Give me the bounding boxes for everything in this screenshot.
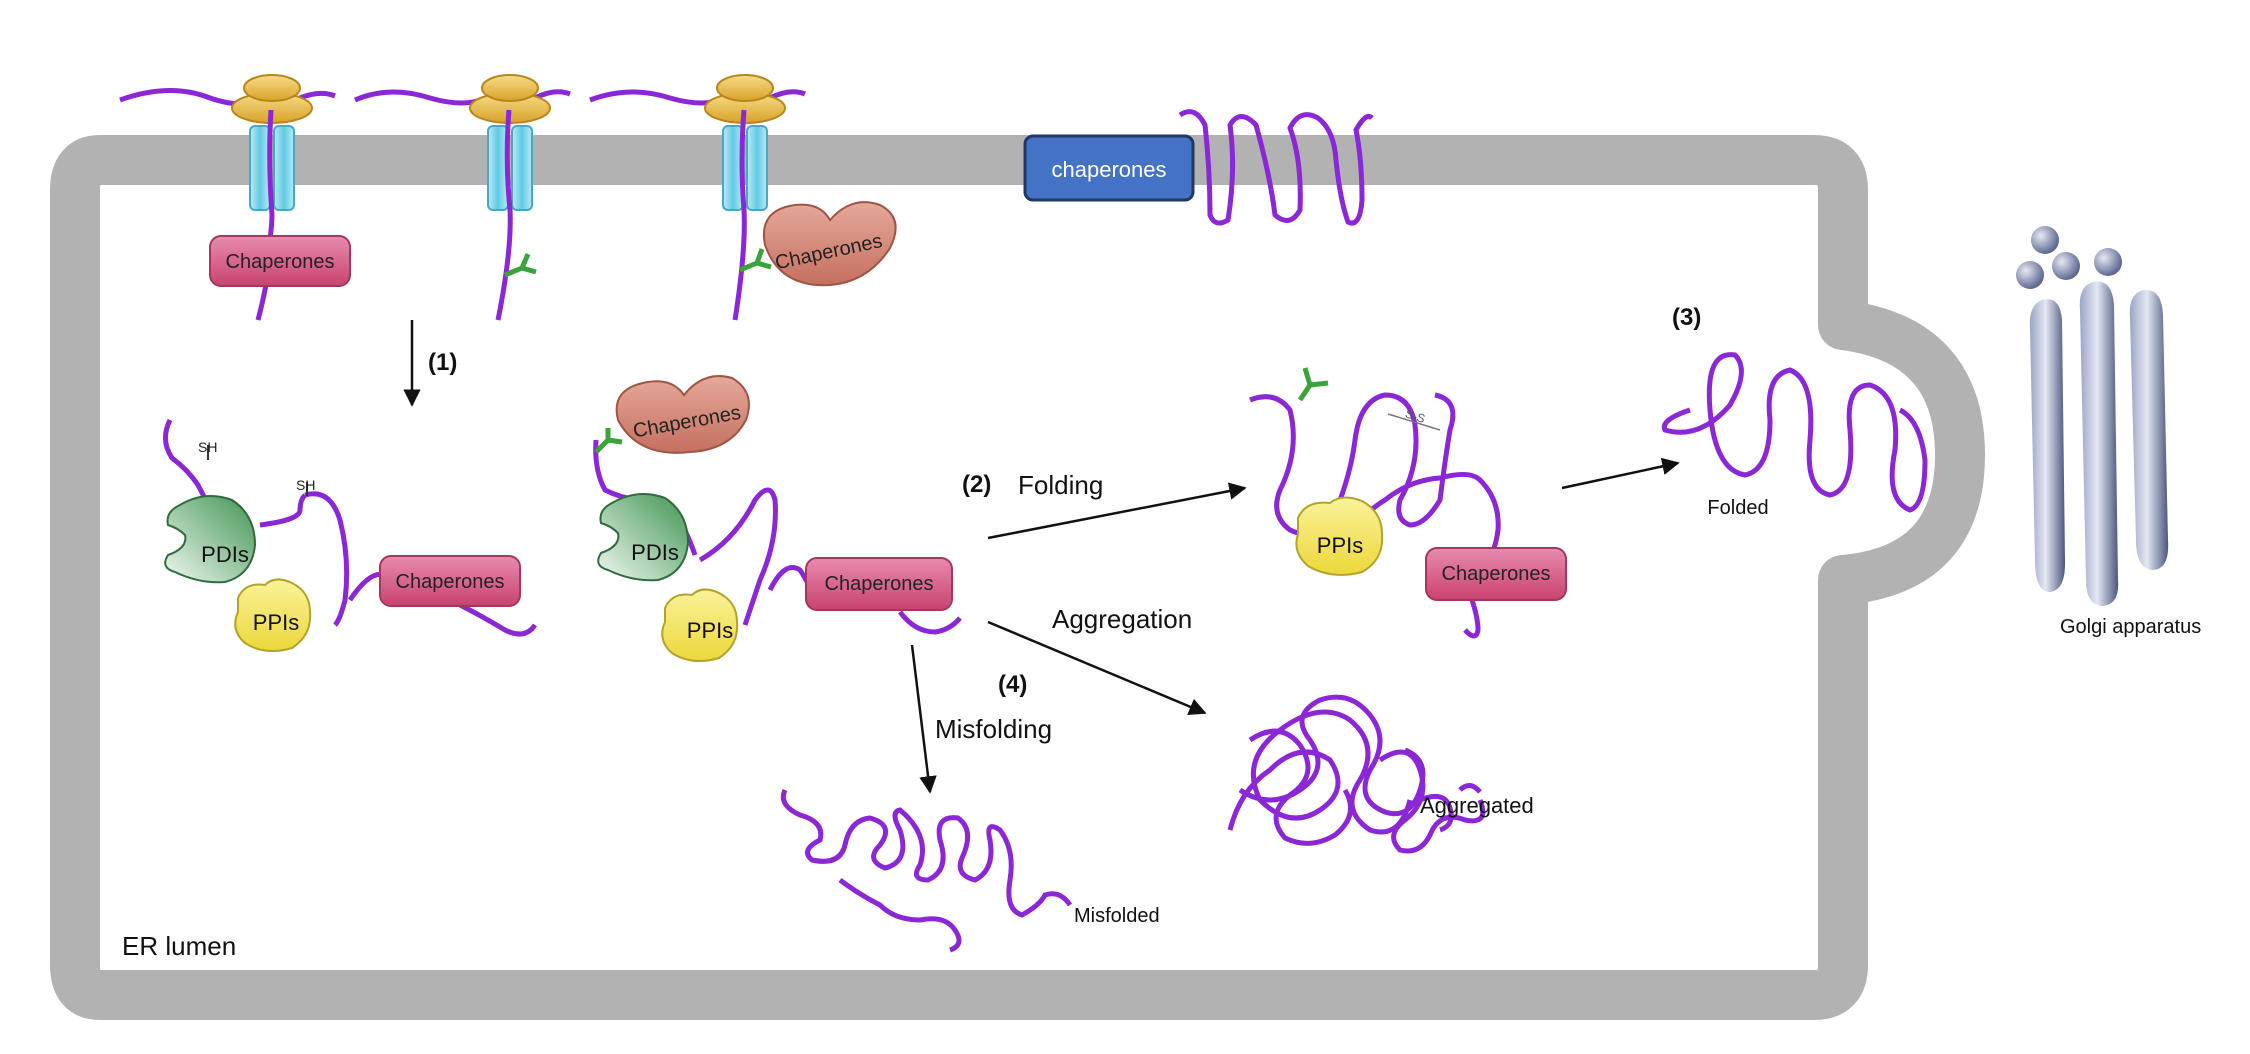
chaperone-icon bbox=[1425, 547, 1567, 601]
pdi-label: PDIs bbox=[201, 542, 249, 567]
ppi-label: PPIs bbox=[687, 618, 733, 643]
pdi-label: PDIs bbox=[631, 540, 679, 565]
ppi-label: PPIs bbox=[253, 610, 299, 635]
step-4-label: (4) bbox=[998, 671, 1027, 698]
step-3-label: (3) bbox=[1672, 304, 1701, 331]
folding-intermediate: S-S PPIs Chaperones bbox=[1249, 367, 1567, 639]
disulfide-bond bbox=[1387, 413, 1441, 431]
folded-label: Folded bbox=[1707, 497, 1768, 519]
chaperone-label: Chaperones bbox=[396, 571, 505, 593]
chaperone-salmon-icon bbox=[615, 375, 750, 454]
folded-protein bbox=[1661, 352, 1928, 513]
glycan-icon bbox=[739, 248, 772, 273]
chaperone-top-1: Chaperones bbox=[209, 235, 351, 287]
pdi-icon bbox=[597, 493, 690, 582]
ppi-icon bbox=[661, 588, 739, 663]
ribosome-translocon-1 bbox=[119, 74, 336, 321]
chaperones-box-label: chaperones bbox=[1052, 157, 1167, 182]
arrow-step-3 bbox=[1561, 457, 1680, 490]
ribosome-translocon-2 bbox=[354, 74, 571, 321]
ppi-icon bbox=[234, 578, 312, 653]
misfolded-label: Misfolded bbox=[1074, 905, 1160, 927]
misfolding-label: Misfolding bbox=[935, 714, 1052, 744]
step-1-label: (1) bbox=[428, 349, 457, 376]
golgi-apparatus-icon bbox=[2016, 226, 2169, 606]
chaperone-top-salmon: Chaperones bbox=[762, 201, 897, 287]
pdi-icon bbox=[164, 495, 257, 584]
ppi-label: PPIs bbox=[1317, 533, 1363, 558]
folding-complex-left: SH SH PDIs PPIs Chaperones bbox=[163, 418, 538, 653]
chaperones-box: chaperones bbox=[1023, 134, 1195, 202]
golgi-label: Golgi apparatus bbox=[2060, 616, 2201, 638]
aggregation-label: Aggregation bbox=[1052, 604, 1192, 634]
aggregated-protein bbox=[1227, 694, 1486, 854]
arrow-aggregation bbox=[987, 620, 1207, 715]
sh-label: SH bbox=[198, 439, 217, 455]
sh-label: SH bbox=[296, 477, 315, 493]
step-2-label: (2) bbox=[962, 471, 991, 498]
chaperone-label: Chaperones bbox=[1442, 563, 1551, 585]
chaperone-icon bbox=[379, 555, 521, 607]
arrow-misfolding bbox=[910, 644, 937, 794]
chaperone-label: Chaperones bbox=[226, 251, 335, 273]
chaperone-icon bbox=[805, 557, 953, 611]
membrane-protein-loops bbox=[1178, 109, 1374, 226]
chaperone-label: Chaperones bbox=[825, 573, 934, 595]
folding-label: Folding bbox=[1018, 470, 1103, 500]
glycan-icon bbox=[594, 428, 623, 454]
ribosome-translocon-3 bbox=[589, 74, 806, 321]
aggregated-label: Aggregated bbox=[1420, 793, 1534, 818]
translocon-icon bbox=[249, 125, 271, 211]
arrow-folding bbox=[987, 482, 1247, 540]
er-membrane bbox=[50, 135, 1985, 1020]
folding-complex-center: Chaperones PDIs PPIs Chaperones bbox=[593, 375, 962, 663]
er-lumen-label: ER lumen bbox=[122, 931, 236, 961]
glycan-icon bbox=[504, 253, 537, 278]
ss-label: S-S bbox=[1404, 406, 1427, 425]
ppi-icon bbox=[1295, 496, 1384, 576]
glycan-icon bbox=[1297, 367, 1329, 402]
misfolded-protein bbox=[780, 788, 1073, 953]
